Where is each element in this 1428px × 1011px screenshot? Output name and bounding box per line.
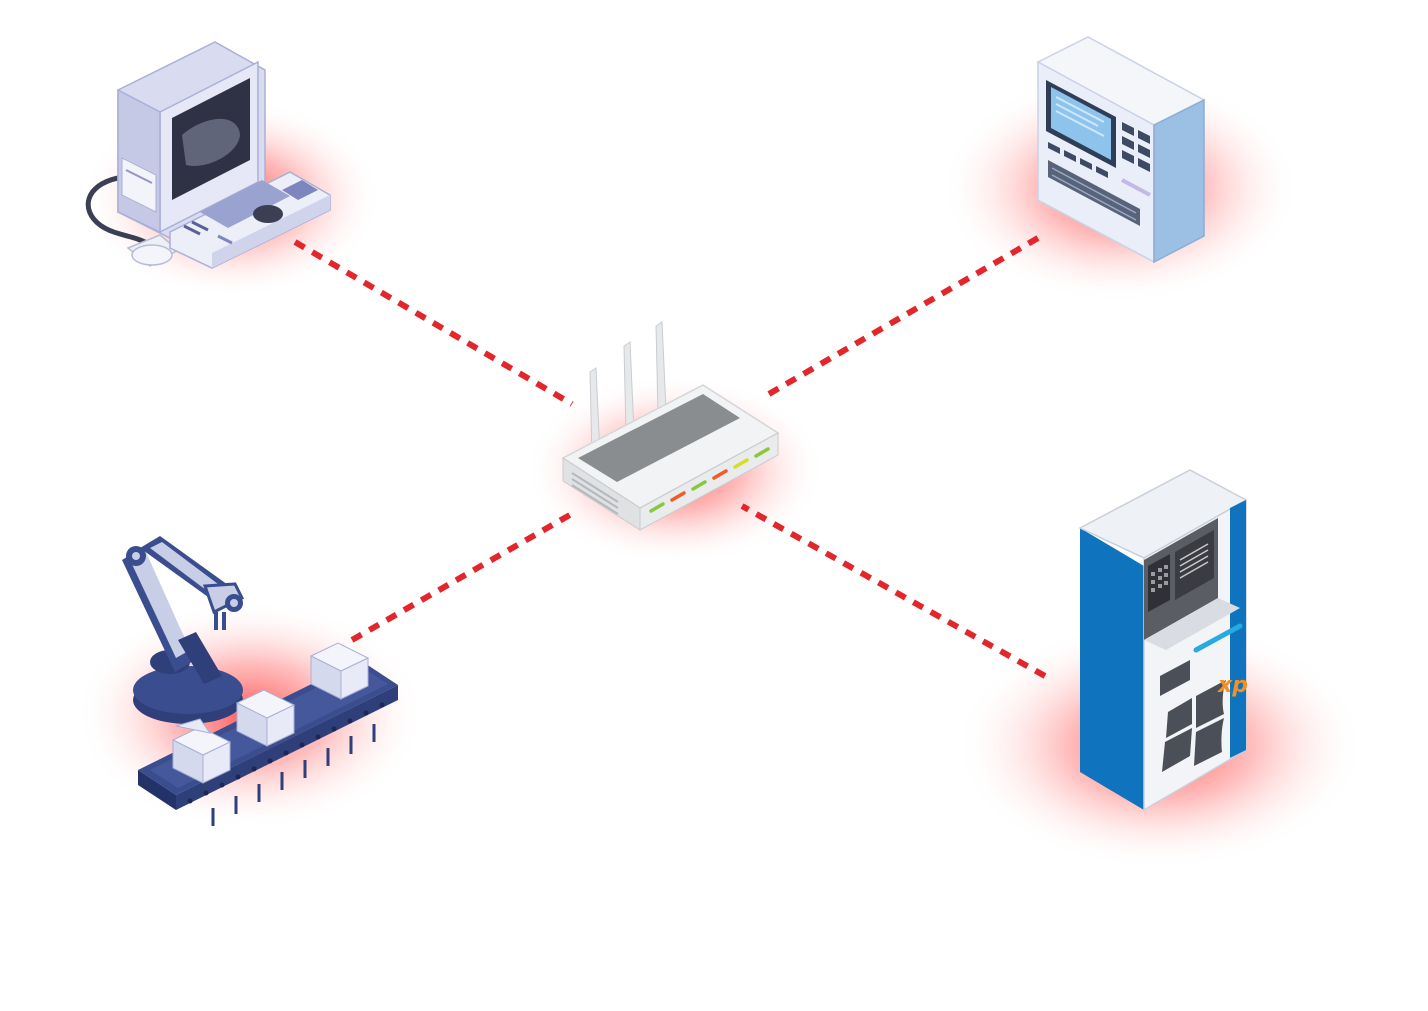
windows-xp-kiosk-icon: xp (1078, 469, 1248, 812)
link-terminal-router (760, 235, 1040, 401)
wifi-router-icon (561, 321, 780, 531)
conveyor-box (235, 689, 296, 747)
links (293, 235, 1047, 679)
link-robot-router (350, 509, 577, 643)
conveyor-box (171, 718, 232, 784)
link-ultrasound-router (293, 239, 574, 407)
windows-logo (1162, 680, 1226, 772)
link-kiosk-router (740, 503, 1047, 679)
ultrasound-machine-icon (85, 41, 331, 269)
cnc-control-terminal-icon (1036, 36, 1206, 264)
xp-logo-text: xp (1217, 673, 1248, 698)
robotic-arm-conveyor-icon (122, 536, 398, 826)
conveyor-box (309, 642, 370, 700)
